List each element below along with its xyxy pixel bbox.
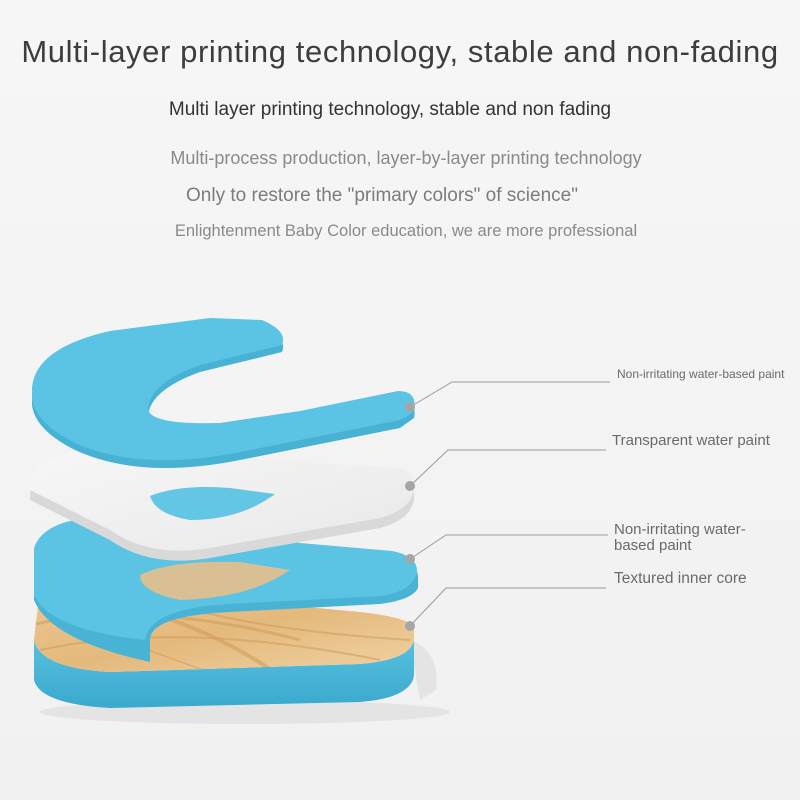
- leader-dot-2: [405, 481, 415, 491]
- leader-dot-1: [405, 402, 415, 412]
- callout-textured-inner-core: Textured inner core: [614, 570, 747, 587]
- leader-dots: [405, 402, 415, 631]
- transparent-white-layer: [29, 442, 415, 561]
- description-line-1: Multi-process production, layer-by-layer…: [170, 148, 642, 168]
- description-line-3: Enlightenment Baby Color education, we a…: [174, 222, 638, 240]
- leader-dot-4: [405, 621, 415, 631]
- callout-transparent-water-paint: Transparent water paint: [612, 432, 770, 449]
- description-line-2: Only to restore the "primary colors" of …: [186, 185, 578, 206]
- top-blue-layer: [32, 318, 415, 468]
- leader-lines: [409, 381, 610, 627]
- callout-water-based-paint-top: Non-irritating water-based paint: [617, 367, 785, 381]
- page-title: Multi-layer printing technology, stable …: [21, 34, 779, 69]
- page-subtitle: Multi layer printing technology, stable …: [168, 99, 612, 120]
- leader-dot-3: [405, 554, 415, 564]
- callout-water-based-paint-lower: Non-irritating water-based paint: [614, 521, 746, 554]
